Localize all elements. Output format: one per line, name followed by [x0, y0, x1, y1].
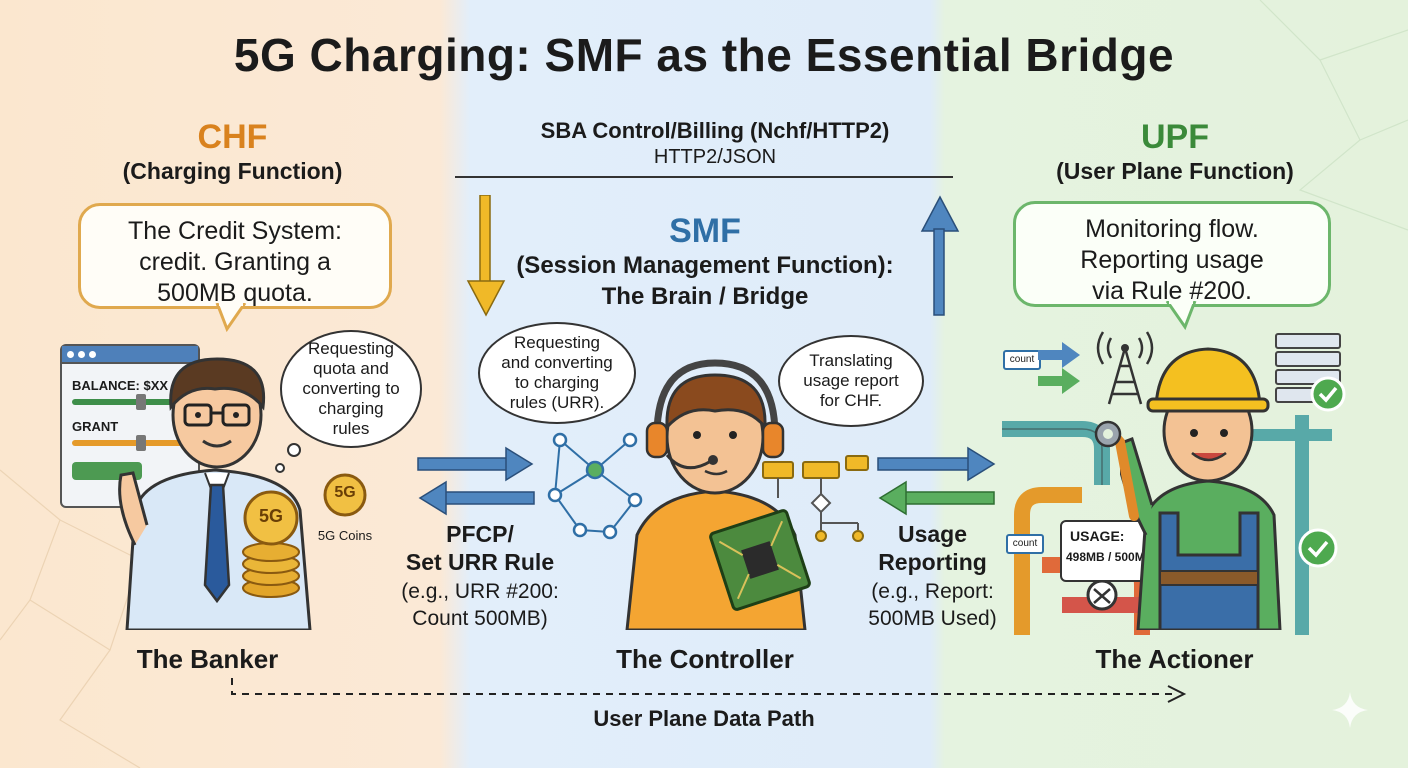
data-path-arrow — [231, 678, 1187, 703]
chf-thought-line: converting to — [302, 379, 400, 398]
pfcp-label: PFCP/ Set URR Rule — [395, 520, 565, 576]
pfcp-title-line: PFCP/ — [446, 521, 514, 547]
chf-subtitle: (Charging Function) — [122, 158, 343, 184]
check-icon — [1298, 528, 1338, 568]
sparkle-icon — [1332, 692, 1368, 728]
wrench-icon — [1094, 420, 1139, 521]
upf-speech-tail — [1165, 301, 1197, 331]
chf-speech-line: 500MB quota. — [157, 279, 313, 307]
smf-subtitle: (Session Management Function): — [516, 252, 894, 279]
down-arrow — [466, 195, 506, 317]
upf-speech-line: Monitoring flow. — [1085, 215, 1259, 243]
page-title: 5G Charging: SMF as the Essential Bridge — [233, 29, 1175, 81]
chf-thought-cloud: Requesting quota and converting to charg… — [280, 330, 422, 448]
sba-title: SBA Control/Billing (Nchf/HTTP2) — [540, 118, 890, 143]
smf-tagline: The Brain / Bridge — [601, 283, 809, 310]
usage-title-line: Reporting — [878, 549, 987, 575]
usage-meter-value: 498MB / 500MB — [1066, 550, 1154, 564]
upf-speech-line: via Rule #200. — [1092, 277, 1252, 305]
smf-thought-line: usage report — [803, 371, 899, 390]
pfcp-title-line: Set URR Rule — [405, 549, 555, 575]
chf-thought-line: quota and — [313, 359, 389, 378]
smf-thought-line: rules (URR). — [509, 393, 605, 412]
thought-dots — [275, 443, 301, 473]
count-tag-pipe: count — [1006, 534, 1044, 554]
role-controller: The Controller — [616, 644, 794, 674]
flowchart-icon — [762, 455, 869, 542]
smf-thought-line: for CHF. — [819, 391, 883, 410]
usage-meter-label: USAGE: — [1070, 528, 1125, 544]
coin-icon — [323, 473, 367, 517]
upf-speech-bubble: Monitoring flow. Reporting usage via Rul… — [1013, 201, 1331, 307]
usage-title-line: Usage — [897, 521, 968, 547]
coin-stack — [242, 490, 300, 598]
chf-thought-line: rules — [332, 419, 370, 438]
coins-label: 5G Coins — [317, 528, 373, 543]
role-banker: The Banker — [136, 644, 279, 674]
chf-heading: CHF — [197, 118, 268, 156]
pfcp-example-line: Count 500MB) — [412, 607, 548, 630]
smf-thought-line: Requesting — [513, 333, 600, 352]
grant-slider — [72, 435, 188, 451]
smf-left-thought-cloud: Requesting and converting to charging ru… — [478, 322, 636, 424]
chf-thought-line: Requesting — [307, 339, 394, 358]
grant-label: GRANT — [72, 419, 119, 434]
smf-heading: SMF — [669, 212, 741, 250]
sba-line — [455, 176, 953, 178]
chf-speech-line: credit. Granting a — [139, 248, 331, 276]
chf-speech-line: The Credit System: — [128, 217, 342, 245]
chf-speech-tail — [215, 303, 247, 333]
server-rack-icon — [1275, 333, 1346, 412]
count-tag: count — [1003, 350, 1041, 370]
up-arrow — [920, 195, 960, 316]
pfcp-example-line: (e.g., URR #200: — [401, 580, 559, 603]
antenna-icon — [1096, 331, 1154, 405]
coin-text: 5G — [258, 506, 283, 526]
dot-icon — [89, 350, 96, 358]
dot-icon — [78, 350, 85, 358]
usage-example: (e.g., Report: 500MB Used) — [840, 578, 1025, 632]
smf-right-thought-cloud: Translating usage report for CHF. — [778, 335, 924, 427]
dot-icon — [67, 350, 74, 358]
upf-subtitle: (User Plane Function) — [1056, 158, 1294, 184]
smf-thought-line: Translating — [809, 351, 893, 370]
chf-thought-line: charging — [318, 399, 384, 418]
panel-titlebar — [62, 346, 198, 364]
circuit-board-icon — [709, 509, 811, 611]
usage-example-line: 500MB Used) — [868, 607, 997, 630]
balance-slider — [72, 394, 188, 410]
upf-speech-line: Reporting usage — [1080, 246, 1264, 274]
smf-thought-line: to charging — [514, 373, 600, 392]
pfcp-example: (e.g., URR #200: Count 500MB) — [385, 578, 575, 632]
balance-label: BALANCE: $XX — [72, 378, 169, 393]
sba-subtitle: HTTP2/JSON — [653, 146, 777, 168]
smf-thought-line: and converting — [501, 353, 613, 372]
data-path-label: User Plane Data Path — [593, 706, 815, 731]
role-actioner: The Actioner — [1095, 644, 1254, 674]
coin-icon-text: 5G — [334, 484, 356, 501]
usage-arrows — [877, 446, 996, 516]
flow-arrows — [1038, 342, 1080, 394]
chf-speech-bubble: The Credit System: credit. Granting a 50… — [78, 203, 392, 309]
upf-heading: UPF — [1141, 118, 1209, 156]
usage-example-line: (e.g., Report: — [871, 580, 994, 603]
pfcp-arrows — [417, 446, 535, 516]
network-graph-icon — [547, 432, 643, 540]
usage-label: Usage Reporting — [845, 520, 1020, 576]
